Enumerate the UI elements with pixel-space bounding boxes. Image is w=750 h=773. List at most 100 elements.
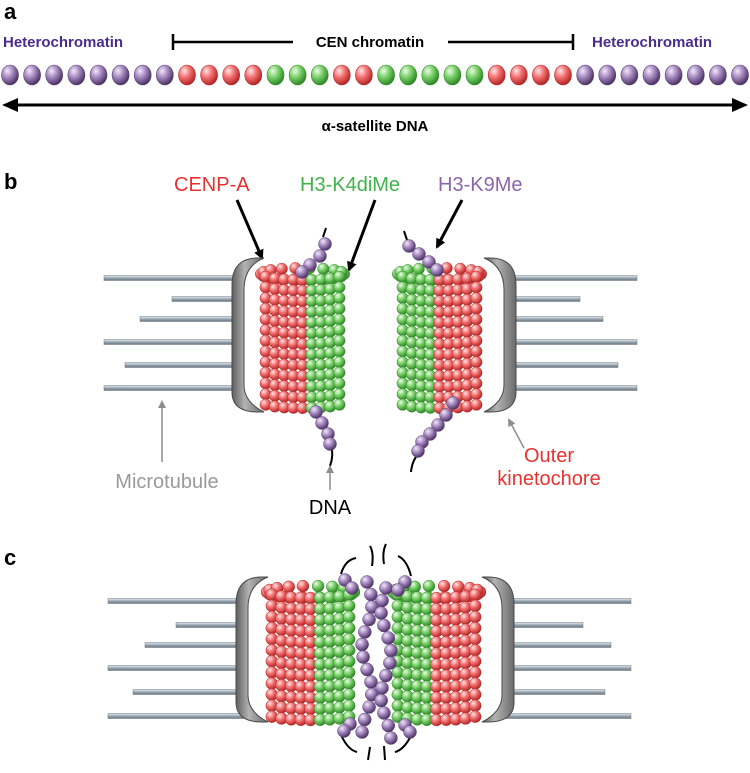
nucleosome-bead bbox=[333, 281, 346, 294]
nucleosome-bead bbox=[333, 366, 346, 379]
dna-bead bbox=[620, 64, 639, 86]
dna-label: DNA bbox=[309, 497, 352, 519]
microtubule bbox=[503, 339, 638, 345]
dna-bead bbox=[377, 706, 391, 720]
microtubule bbox=[124, 362, 245, 368]
dna-bead bbox=[23, 64, 41, 86]
nucleosome-bead bbox=[469, 644, 482, 657]
microtubules-left bbox=[103, 275, 245, 391]
kinetochore-plate-right-c bbox=[481, 576, 515, 723]
dna-tail bbox=[367, 746, 371, 761]
nucleosome-bead bbox=[470, 324, 483, 337]
dna-bead bbox=[709, 64, 727, 86]
panel-a-letter: a bbox=[4, 0, 17, 24]
nucleosome-bead bbox=[333, 313, 346, 326]
microtubule bbox=[144, 642, 249, 648]
dna-bead bbox=[266, 64, 285, 86]
dna-bead bbox=[446, 396, 460, 410]
nucleosome-bead bbox=[469, 677, 482, 690]
microtubule bbox=[503, 362, 619, 368]
dna-bead bbox=[358, 625, 372, 639]
dna-bead bbox=[356, 650, 370, 664]
dna-bead bbox=[315, 416, 329, 430]
microtubules-right bbox=[503, 275, 638, 391]
nucleosome-bead bbox=[469, 710, 482, 723]
dna-bead bbox=[465, 64, 484, 86]
nucleosome-bead bbox=[470, 270, 483, 283]
dna-bead bbox=[443, 64, 462, 86]
dna-bead bbox=[288, 64, 307, 86]
outer-kinetochore-label-1: Outer bbox=[524, 445, 574, 467]
dna-bead bbox=[89, 64, 108, 86]
microtubule bbox=[501, 642, 612, 648]
dna-bead bbox=[576, 64, 595, 86]
dna-bead bbox=[360, 575, 374, 589]
dna-bead bbox=[383, 656, 397, 670]
dna-bead bbox=[411, 444, 425, 458]
dna-tail bbox=[382, 543, 387, 565]
nucleosome-bead bbox=[469, 699, 482, 712]
nucleosome-cylinder-right-c bbox=[386, 579, 487, 727]
alpha-satellite-double-arrow bbox=[2, 98, 748, 112]
microtubule bbox=[503, 316, 604, 322]
dna-bead bbox=[222, 64, 240, 86]
dna-bead bbox=[642, 64, 661, 86]
dna-bead bbox=[381, 631, 395, 645]
nucleosome-bead bbox=[343, 699, 356, 712]
nucleosome-bead bbox=[311, 579, 325, 593]
nucleosome-bead bbox=[469, 621, 482, 635]
nucleosome-bead bbox=[470, 292, 483, 305]
microtubule bbox=[103, 339, 245, 345]
dna-bead bbox=[357, 712, 372, 727]
dna-bead bbox=[244, 64, 263, 86]
nucleosome-bead bbox=[470, 345, 483, 358]
dna-bead bbox=[332, 64, 351, 86]
dna-bead-strands-c bbox=[337, 543, 417, 761]
microtubule bbox=[107, 598, 249, 604]
nucleosome-bead bbox=[343, 610, 356, 624]
h3-k4dime-label: H3-K4diMe bbox=[300, 174, 400, 196]
microtubule bbox=[103, 275, 245, 281]
panel-b-letter: b bbox=[4, 169, 17, 194]
microtubule bbox=[501, 598, 632, 604]
nucleosome-bead bbox=[437, 579, 451, 593]
dna-bead bbox=[318, 237, 332, 251]
dna-bead bbox=[421, 64, 440, 86]
nucleosome-bead bbox=[296, 579, 310, 593]
kinetochore-plate-left-c bbox=[235, 576, 269, 723]
dna-tail bbox=[403, 230, 408, 241]
nucleosome-cylinder-left bbox=[255, 262, 350, 414]
nucleosome-bead bbox=[275, 262, 288, 275]
nucleosome-bead bbox=[454, 262, 467, 275]
nucleosome-bead bbox=[469, 655, 482, 668]
h3-k9me-arrow bbox=[435, 199, 464, 249]
nucleosome-bead bbox=[343, 655, 356, 668]
nucleosome-bead bbox=[469, 632, 482, 646]
dna-bead bbox=[355, 637, 369, 652]
dna-bead bbox=[664, 64, 683, 86]
microtubule bbox=[139, 316, 245, 322]
kinetochore-plate-left bbox=[231, 257, 265, 413]
dna-bead bbox=[431, 418, 445, 432]
nucleosome-bead bbox=[470, 398, 483, 411]
dna-bead bbox=[355, 64, 373, 86]
dna-bead bbox=[377, 618, 391, 633]
nucleosome-cylinder-left-c bbox=[260, 579, 361, 727]
dna-bead bbox=[323, 437, 337, 451]
alpha-satellite-label: α-satellite DNA bbox=[322, 118, 429, 135]
dna-bead bbox=[384, 731, 398, 745]
heterochromatin-label-right: Heterochromatin bbox=[592, 34, 712, 51]
dna-bead bbox=[439, 408, 453, 422]
panel-c: c bbox=[4, 543, 632, 761]
dna-bead-strands bbox=[295, 227, 460, 473]
dna-bead bbox=[399, 64, 418, 86]
dna-bead bbox=[554, 64, 572, 86]
dna-bead bbox=[309, 405, 323, 419]
dna-bead bbox=[377, 64, 395, 86]
nucleosome-bead bbox=[452, 580, 465, 593]
panel-c-letter: c bbox=[4, 545, 16, 570]
dna-bead bbox=[509, 64, 528, 86]
dna-bead bbox=[133, 64, 152, 86]
h3-k9me-label: H3-K9Me bbox=[438, 174, 522, 196]
dna-bead bbox=[402, 239, 416, 253]
